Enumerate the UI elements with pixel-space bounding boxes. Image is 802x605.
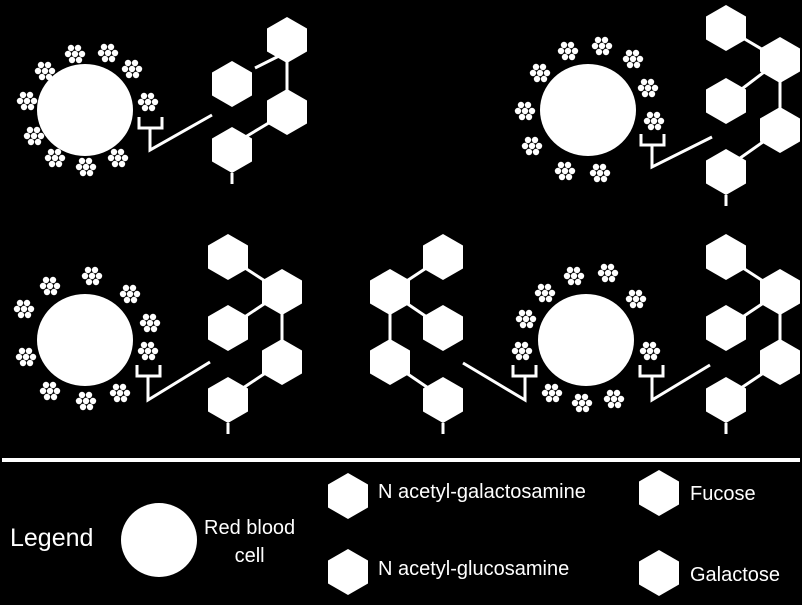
- antigen-top-left: [16, 17, 307, 186]
- legend-n-acetyl-glucosamine-label: N acetyl-glucosamine: [378, 558, 570, 580]
- antigen-cluster: [557, 41, 579, 61]
- antigen-cluster: [81, 266, 103, 286]
- galactose-hex: [370, 269, 410, 315]
- antigen-cluster: [34, 61, 56, 81]
- red-blood-cell: [540, 64, 636, 156]
- antigen-cluster: [137, 341, 159, 361]
- antigen-cluster: [571, 393, 593, 413]
- antigen-cluster: [109, 383, 131, 403]
- fucose-hex: [208, 305, 248, 351]
- n-acetyl-galactosamine-hex: [706, 5, 746, 51]
- antigen-cluster: [625, 289, 647, 309]
- legend-n-acetyl-glucosamine-hex: [328, 549, 368, 595]
- n-acetyl-glucosamine-hex: [760, 339, 800, 385]
- n-acetyl-galactosamine-hex: [421, 375, 465, 436]
- linker: [462, 361, 538, 403]
- antigen-cluster: [75, 391, 97, 411]
- red-blood-cell: [37, 64, 133, 156]
- antigen-cluster: [511, 341, 533, 361]
- linker: [639, 134, 713, 170]
- linker: [137, 113, 213, 153]
- antigen-cluster: [554, 161, 576, 181]
- antigen-cluster: [97, 43, 119, 63]
- antigen-cluster: [643, 111, 665, 131]
- antigen-cluster: [13, 299, 35, 319]
- legend-red-blood-cell-label-line1: Red blood: [204, 517, 296, 539]
- antigen-cluster: [64, 44, 86, 64]
- antigen-cluster: [107, 148, 129, 168]
- antigen-cluster: [139, 313, 161, 333]
- red-blood-cell: [538, 294, 634, 386]
- legend-red-blood-cell-symbol: [121, 503, 197, 577]
- galactose-hex: [262, 269, 302, 315]
- legend-galactose-hex: [639, 550, 679, 596]
- antigen-cluster: [529, 63, 551, 83]
- antigen-bottom-left: [13, 234, 302, 436]
- antigen-cluster: [622, 49, 644, 69]
- antigen-cluster: [603, 389, 625, 409]
- antigen-cluster: [39, 381, 61, 401]
- antigen-cluster: [121, 59, 143, 79]
- linker: [135, 360, 211, 403]
- antigen-cluster: [597, 263, 619, 283]
- n-acetyl-galactosamine-hex: [210, 125, 254, 186]
- antigen-cluster: [534, 283, 556, 303]
- fucose-hex: [706, 305, 746, 351]
- antigen-cluster: [637, 78, 659, 98]
- antigen-cluster: [521, 136, 543, 156]
- antigen-cluster: [15, 347, 37, 367]
- n-acetyl-galactosamine-hex: [423, 234, 463, 280]
- legend-n-acetyl-galactosamine-hex: [328, 473, 368, 519]
- linker: [638, 363, 711, 403]
- n-acetyl-glucosamine-hex: [760, 107, 800, 153]
- n-acetyl-glucosamine-hex: [370, 339, 410, 385]
- n-acetyl-galactosamine-hex: [208, 234, 248, 280]
- antigen-cluster: [44, 148, 66, 168]
- n-acetyl-galactosamine-hex: [706, 234, 746, 280]
- n-acetyl-galactosamine-hex: [704, 375, 748, 436]
- antigen-cluster: [541, 383, 563, 403]
- galactose-hex: [267, 17, 307, 63]
- antigen-cluster: [119, 284, 141, 304]
- legend-fucose-hex: [639, 470, 679, 516]
- antigen-cluster: [75, 157, 97, 177]
- fucose-hex: [706, 78, 746, 124]
- galactose-hex: [760, 269, 800, 315]
- antigen-cluster: [23, 126, 45, 146]
- n-acetyl-galactosamine-hex: [206, 375, 250, 436]
- antigen-bottom-right: [370, 234, 800, 436]
- legend-red-blood-cell-label-line2: cell: [234, 545, 265, 567]
- antigen-cluster: [137, 92, 159, 112]
- n-acetyl-glucosamine-hex: [262, 339, 302, 385]
- legend-galactose-label: Galactose: [690, 564, 781, 586]
- red-blood-cell: [37, 294, 133, 386]
- legend-fucose-label: Fucose: [690, 483, 756, 505]
- antigen-cluster: [589, 163, 611, 183]
- galactose-hex: [760, 37, 800, 83]
- antigen-cluster: [39, 276, 61, 296]
- n-acetyl-glucosamine-hex: [267, 89, 307, 135]
- antigen-cluster: [514, 101, 536, 121]
- antigen-top-right: [514, 5, 800, 208]
- fucose-hex: [423, 305, 463, 351]
- antigen-cluster: [563, 266, 585, 286]
- fucose-hex: [212, 61, 252, 107]
- antigen-cluster: [639, 341, 661, 361]
- antigen-cluster: [16, 91, 38, 111]
- legend-n-acetyl-galactosamine-label: N acetyl-galactosamine: [378, 481, 586, 503]
- legend-title: Legend: [10, 524, 94, 552]
- antigen-cluster: [515, 309, 537, 329]
- legend-red-blood-cell-label: Red blood cell: [204, 514, 295, 570]
- n-acetyl-galactosamine-hex: [704, 147, 748, 208]
- antigen-cluster: [591, 36, 613, 56]
